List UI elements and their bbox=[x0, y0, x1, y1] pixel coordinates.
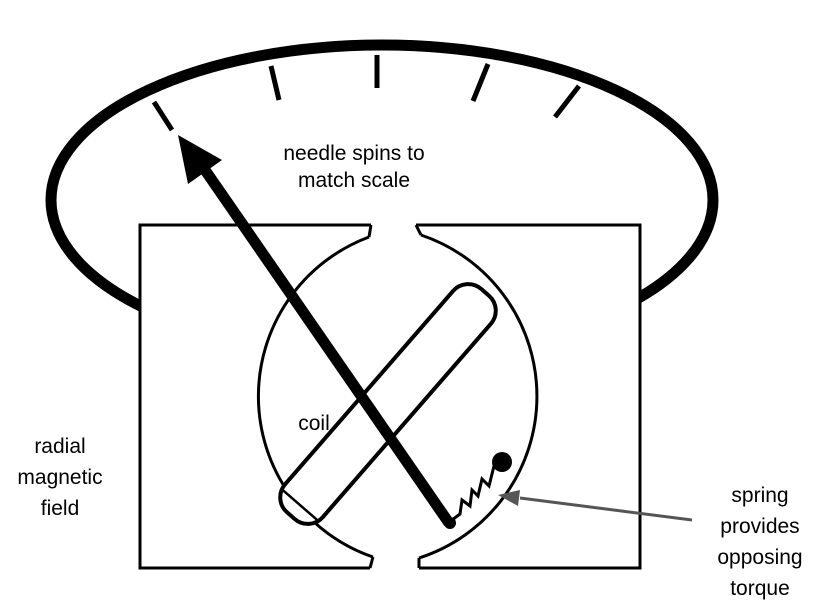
spring-pointer bbox=[498, 490, 693, 522]
cavity-right-arc bbox=[418, 233, 539, 560]
field-label: radial magnetic field bbox=[17, 435, 102, 520]
scale-tick bbox=[268, 65, 282, 101]
spring-pointer-line bbox=[519, 496, 693, 522]
needle-label-line2: match scale bbox=[298, 169, 410, 192]
spring-label-line1: spring bbox=[731, 484, 788, 507]
spring-anchor bbox=[492, 452, 512, 472]
field-label-line3: field bbox=[41, 497, 80, 520]
dial-arc bbox=[45, 39, 719, 361]
cavity-left-arc bbox=[256, 235, 374, 559]
dial-scale bbox=[45, 39, 719, 361]
scale-tick bbox=[470, 63, 491, 102]
needle-label-line1: needle spins to bbox=[283, 142, 424, 165]
spring-label-line4: torque bbox=[730, 577, 790, 600]
gap-edge bbox=[414, 224, 423, 236]
needle bbox=[178, 135, 456, 529]
coil-label: coil bbox=[298, 412, 330, 435]
scale-tick bbox=[553, 84, 581, 119]
field-label-line2: magnetic bbox=[17, 466, 102, 489]
gap-edge bbox=[368, 556, 375, 569]
needle-pivot bbox=[444, 517, 456, 529]
needle-shaft bbox=[200, 166, 454, 527]
magnet-pole-right bbox=[416, 223, 642, 570]
scale-ticks bbox=[151, 55, 581, 132]
needle-label: needle spins to match scale bbox=[283, 142, 424, 192]
spring-coil bbox=[451, 461, 497, 522]
scale-tick bbox=[151, 100, 175, 132]
spring bbox=[451, 452, 512, 522]
spring-label-line3: opposing bbox=[717, 546, 802, 569]
magnet-housing bbox=[138, 223, 642, 570]
field-label-line1: radial bbox=[34, 435, 85, 458]
gap-edge bbox=[367, 224, 373, 238]
spring-pointer-head bbox=[498, 490, 520, 506]
needle-arrowhead bbox=[178, 135, 222, 184]
spring-label: spring provides opposing torque bbox=[717, 484, 802, 600]
magnet-pole-left bbox=[138, 223, 371, 570]
coil bbox=[278, 282, 498, 526]
spring-label-line2: provides bbox=[720, 515, 799, 538]
